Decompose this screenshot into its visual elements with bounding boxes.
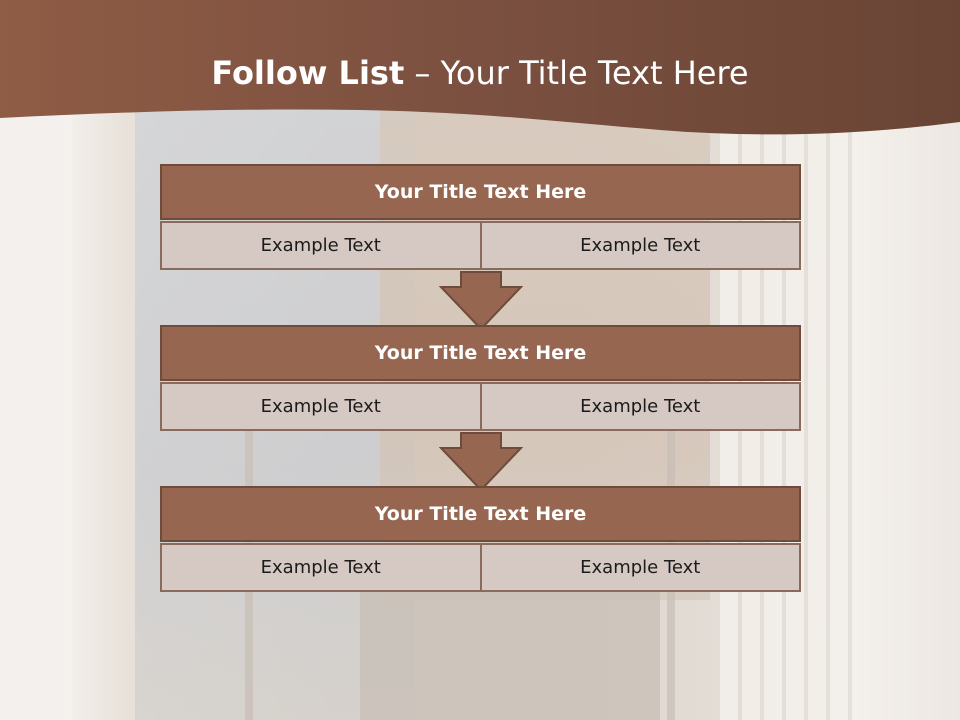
step-cell-left: Example Text xyxy=(160,543,482,592)
title-bold: Follow List xyxy=(211,54,405,92)
step-cell-right: Example Text xyxy=(481,382,801,431)
step-cell-left: Example Text xyxy=(160,382,482,431)
background-doorframe xyxy=(0,110,72,720)
step-cell-left: Example Text xyxy=(160,221,482,270)
step-title: Your Title Text Here xyxy=(160,486,801,542)
step-row: Example Text Example Text xyxy=(160,221,801,270)
step-block-3: Your Title Text Here Example Text Exampl… xyxy=(160,486,801,592)
step-row: Example Text Example Text xyxy=(160,382,801,431)
step-cell-right: Example Text xyxy=(481,221,801,270)
step-cell-right: Example Text xyxy=(481,543,801,592)
step-title: Your Title Text Here xyxy=(160,325,801,381)
background-wheelchair xyxy=(360,590,660,720)
step-title: Your Title Text Here xyxy=(160,164,801,220)
step-block-1: Your Title Text Here Example Text Exampl… xyxy=(160,164,801,270)
down-arrow-icon xyxy=(439,271,523,331)
page-title: Follow List – Your Title Text Here xyxy=(0,54,960,92)
step-block-2: Your Title Text Here Example Text Exampl… xyxy=(160,325,801,431)
header-band xyxy=(0,0,960,135)
step-row: Example Text Example Text xyxy=(160,543,801,592)
down-arrow-icon xyxy=(439,432,523,492)
title-rest: – Your Title Text Here xyxy=(404,54,749,92)
